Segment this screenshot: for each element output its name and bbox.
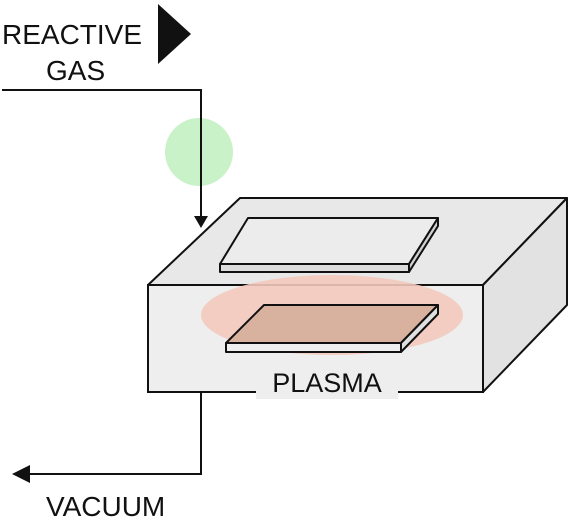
gas-bubble — [165, 118, 233, 186]
gas-inlet-arrowhead-icon — [194, 216, 208, 228]
input-arrow-icon — [158, 4, 191, 64]
bottom-electrode-side — [225, 342, 402, 353]
top-electrode-edge — [408, 217, 439, 273]
reactive-gas-label-line2: GAS — [46, 55, 105, 86]
top-electrode-top — [219, 217, 439, 265]
top-electrode-side — [219, 263, 410, 273]
plasma-label-bg — [256, 365, 398, 399]
reactive-gas-label-line1: REACTIVE — [2, 19, 142, 50]
plasma-label: PLASMA — [272, 368, 382, 398]
gas-feed-line — [2, 89, 202, 218]
vacuum-arrowhead-icon — [12, 465, 30, 483]
vacuum-label: VACUUM — [46, 491, 165, 521]
bottom-electrode-edge — [400, 304, 439, 353]
vacuum-line — [28, 392, 202, 475]
